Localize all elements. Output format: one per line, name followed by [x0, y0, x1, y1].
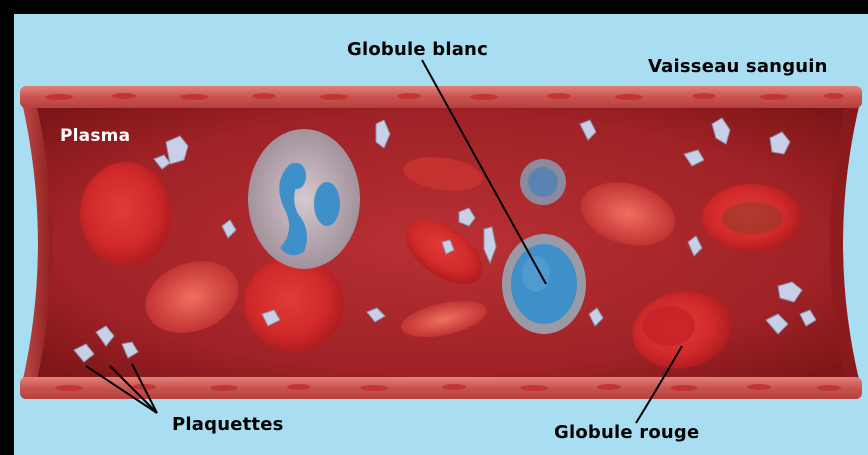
white-blood-cell-large [248, 129, 360, 269]
label-platelets: Plaquettes [172, 414, 284, 435]
vessel-top-wall [20, 86, 862, 108]
label-plasma: Plasma [60, 126, 130, 146]
white-blood-cell-labeled [502, 234, 586, 334]
diagram-panel: Globule blanc Vaisseau sanguin Plasma Pl… [14, 14, 868, 455]
white-blood-cell-small [520, 159, 566, 205]
label-red-blood-cell: Globule rouge [554, 422, 699, 443]
blood-vessel-illustration [14, 14, 868, 455]
label-blood-vessel: Vaisseau sanguin [648, 56, 828, 77]
label-white-blood-cell: Globule blanc [347, 39, 488, 60]
